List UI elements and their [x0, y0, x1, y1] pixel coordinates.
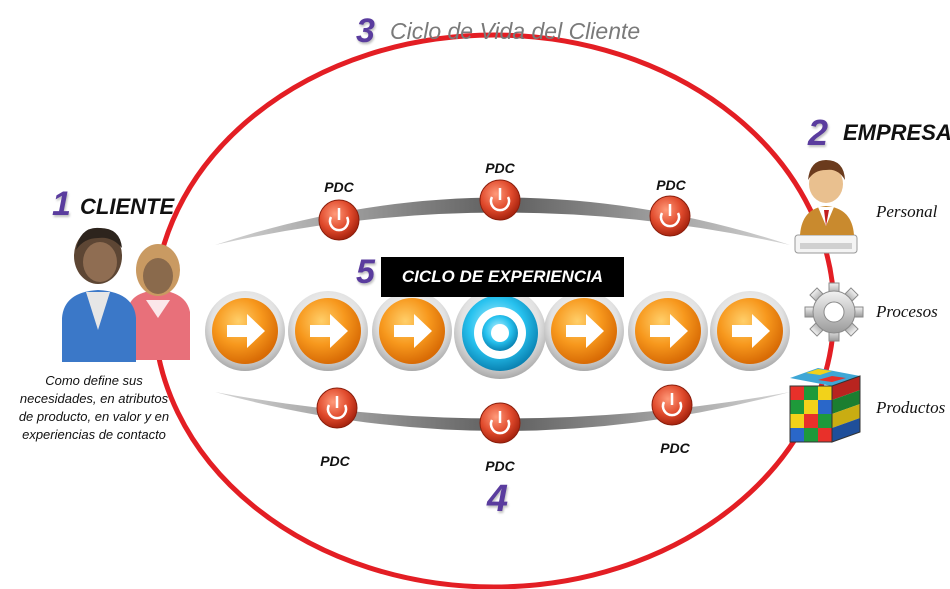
- gear-icon: [804, 282, 864, 342]
- pdc-button-top-left: [318, 199, 360, 241]
- client-description-line: de producto, en valor y en: [18, 409, 170, 424]
- pdc-label-bottom-right: PDC: [660, 440, 690, 456]
- client-description-line: Como define sus: [45, 373, 143, 388]
- pdc-button-bottom-center: [479, 402, 521, 444]
- top-arc: [215, 197, 790, 245]
- company-item-personal: Personal: [876, 202, 938, 221]
- pdc-button-top-center: [479, 179, 521, 221]
- arrow-step-1: [205, 291, 285, 371]
- company-item-productos: Productos: [876, 398, 946, 417]
- client-description-line: experiencias de contacto: [22, 427, 166, 442]
- bottom-arc: [215, 392, 790, 431]
- lifecycle-number: 3: [356, 12, 375, 50]
- cube-icon: [789, 368, 861, 443]
- company-item-procesos: Procesos: [876, 302, 938, 321]
- people-icon: [62, 227, 190, 362]
- pdc-label-top-right: PDC: [656, 177, 686, 193]
- arrow-step-5: [628, 291, 708, 371]
- client-title: CLIENTE: [80, 194, 175, 219]
- client-number: 1: [52, 185, 71, 223]
- contact-points-number: 4: [487, 478, 509, 520]
- pdc-label-bottom-left: PDC: [320, 453, 350, 469]
- experience-title: CICLO DE EXPERIENCIA: [381, 257, 624, 297]
- target-center: [454, 287, 546, 379]
- pdc-button-bottom-left: [316, 387, 358, 429]
- lifecycle-title: Ciclo de Vida del Cliente: [390, 18, 641, 44]
- client-description-line: necesidades, en atributos: [19, 391, 169, 406]
- company-title: EMPRESA: [843, 120, 950, 145]
- company-number: 2: [808, 112, 829, 153]
- arrow-step-2: [288, 291, 368, 371]
- pdc-button-bottom-right: [651, 384, 693, 426]
- pdc-button-top-right: [649, 195, 691, 237]
- arrow-step-6: [710, 291, 790, 371]
- arrow-step-4: [544, 291, 624, 371]
- worker-icon: [794, 160, 858, 254]
- pdc-label-bottom-center: PDC: [485, 458, 515, 474]
- client-description: Como define sus necesidades, en atributo…: [8, 372, 180, 444]
- pdc-label-top-left: PDC: [324, 179, 354, 195]
- arrow-step-3: [372, 291, 452, 371]
- experience-number: 5: [356, 253, 375, 291]
- pdc-label-top-center: PDC: [485, 160, 515, 176]
